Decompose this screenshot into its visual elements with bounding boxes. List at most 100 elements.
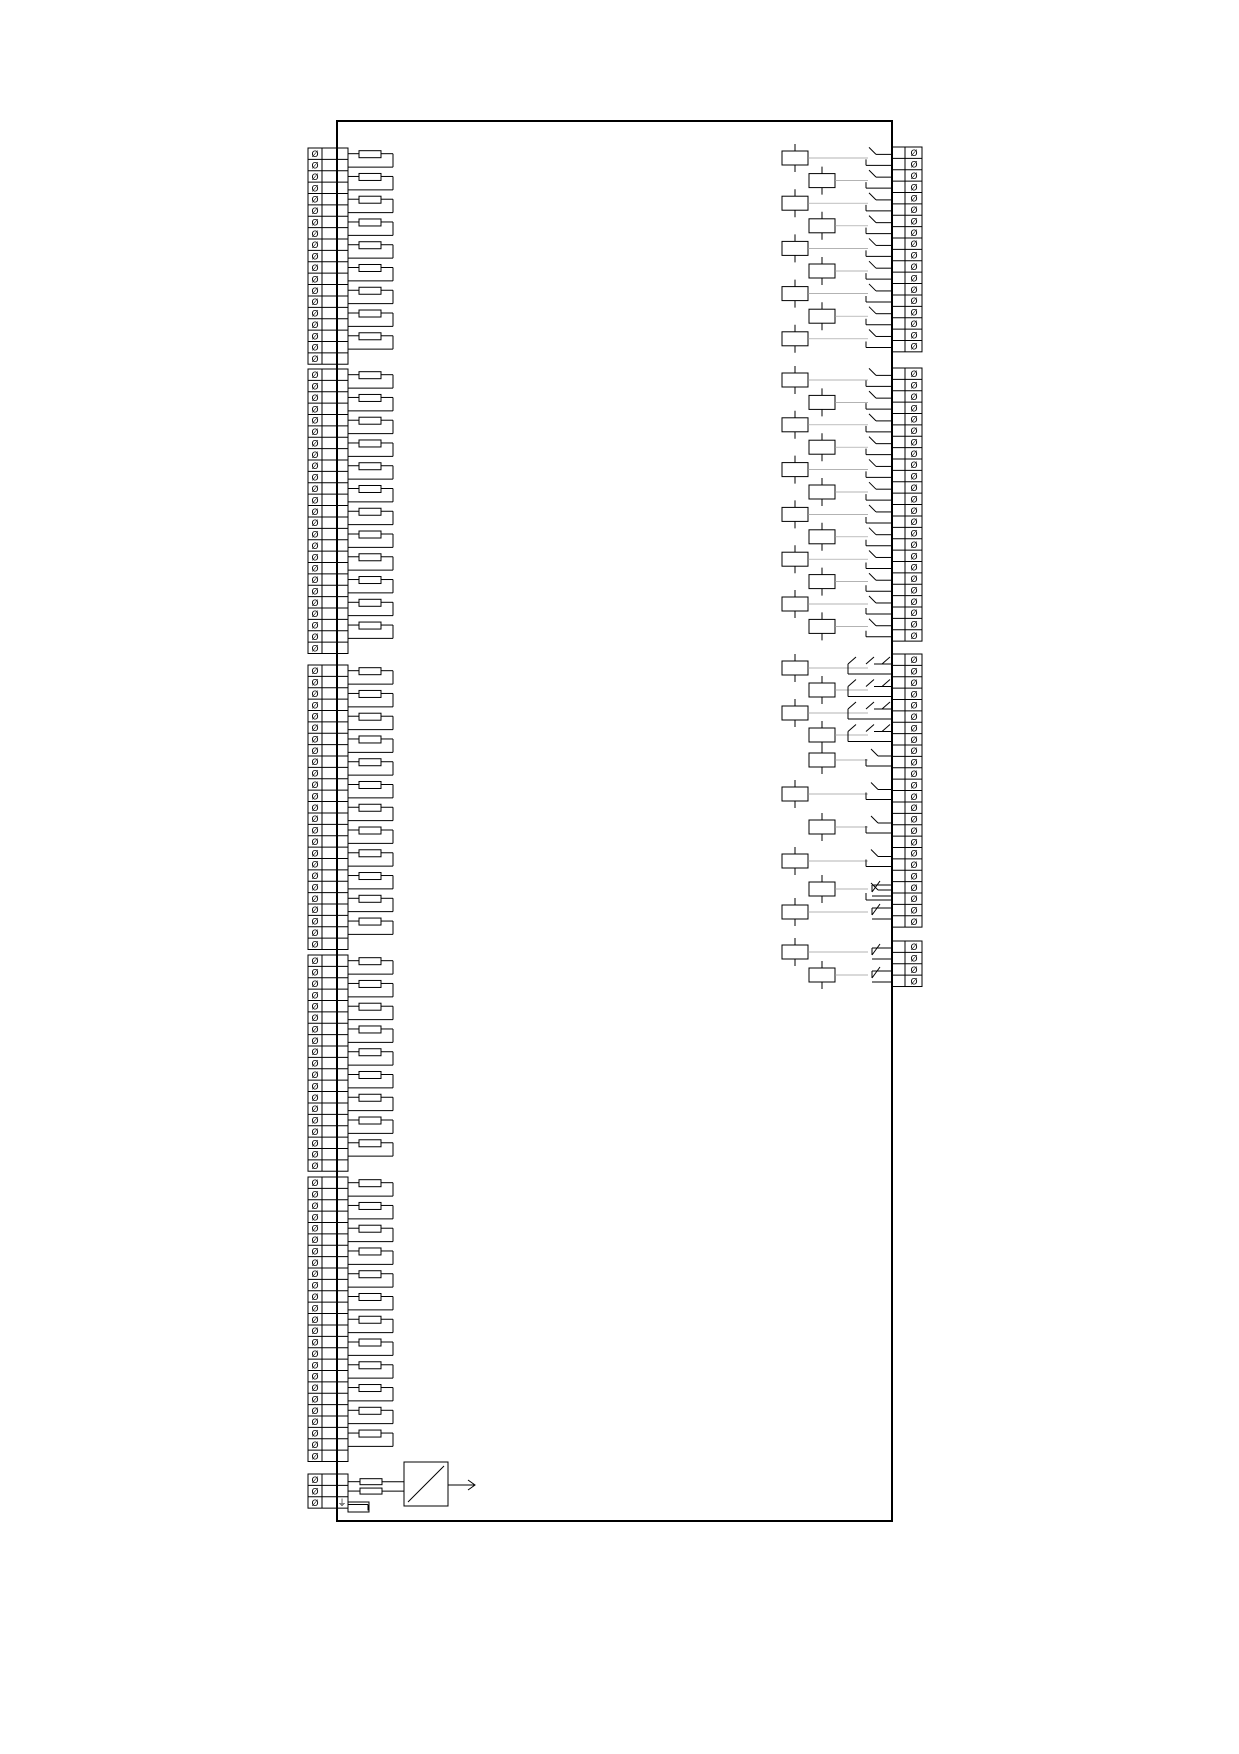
terminal-screw: Ø [311, 217, 318, 228]
relay-coil [808, 394, 836, 410]
input-channel [348, 803, 394, 822]
psu-earth-link [347, 1501, 370, 1513]
terminal-screw: Ø [311, 723, 318, 734]
relay-coil [781, 462, 809, 478]
terminal-screw: Ø [311, 274, 318, 285]
input-resistor [358, 894, 382, 903]
input-resistor [358, 1429, 382, 1438]
input-resistor [358, 1002, 382, 1011]
input-channel [348, 484, 394, 503]
relay-output [808, 478, 892, 506]
contact-blade [868, 329, 877, 337]
input-channel [348, 1406, 394, 1425]
input-resistor [358, 1179, 382, 1188]
contact-blade [868, 368, 877, 376]
relay-coil [781, 705, 809, 721]
input-resistor [358, 1025, 382, 1034]
input-channel [348, 393, 394, 412]
relay-coil [808, 881, 836, 897]
input-channel [348, 598, 394, 617]
relay-coil [781, 195, 809, 211]
relay-output [781, 545, 892, 574]
terminal-screw: Ø [311, 1417, 318, 1428]
terminal-screw: Ø [910, 472, 917, 483]
terminal-screw: Ø [311, 427, 318, 438]
relay-coil [808, 819, 836, 835]
terminal-screw: Ø [311, 382, 318, 393]
input-channel [348, 979, 394, 998]
terminal-block [307, 954, 349, 1172]
input-resistor [358, 1048, 382, 1057]
input-channel [348, 1116, 394, 1134]
input-channel [348, 241, 394, 259]
input-resistor [358, 1224, 382, 1233]
changeover-contact [847, 701, 892, 720]
terminal-screw: Ø [910, 308, 917, 319]
input-channel [348, 849, 394, 867]
terminal-screw: Ø [311, 309, 318, 320]
terminal-screw: Ø [311, 734, 318, 745]
input-resistor [358, 553, 382, 562]
terminal-screw: Ø [910, 735, 917, 746]
terminal-screw: Ø [311, 1326, 318, 1337]
terminal-screw: Ø [311, 979, 318, 990]
input-channel [348, 286, 394, 305]
input-resistor [358, 1292, 382, 1301]
terminal-screw: Ø [311, 609, 318, 620]
relay-output [781, 898, 868, 926]
terminal-screw: Ø [910, 667, 917, 678]
contact-blade [868, 215, 877, 224]
terminal-screw: Ø [910, 449, 917, 460]
input-channel [348, 1315, 394, 1334]
terminal-screw: Ø [311, 195, 318, 206]
relay-coil [808, 618, 836, 634]
terminal-screw: Ø [311, 438, 318, 449]
terminal-screw: Ø [311, 252, 318, 263]
input-channel [348, 621, 394, 639]
contact-blade [871, 966, 881, 979]
terminal-screw: Ø [910, 426, 917, 437]
terminal-screw: Ø [910, 182, 917, 193]
relay-coil [808, 529, 836, 545]
arrow-right-icon [467, 1479, 476, 1491]
terminal-screw: Ø [910, 251, 917, 262]
contact-blade [868, 390, 877, 399]
relay-output [808, 676, 868, 704]
input-channel [348, 218, 394, 236]
input-resistor [358, 484, 382, 493]
terminal-screw: Ø [311, 1440, 318, 1451]
terminal-screw: Ø [311, 791, 318, 802]
relay-coil [781, 331, 809, 347]
terminal-screw: Ø [311, 183, 318, 194]
relay-output [808, 567, 892, 596]
relay-contact [865, 849, 892, 867]
input-resistor [358, 1384, 382, 1393]
contact-blade [868, 618, 877, 627]
input-channel [348, 439, 394, 457]
relay-coil [781, 372, 809, 388]
terminal-screw: Ø [311, 530, 318, 541]
terminal-screw: Ø [910, 216, 917, 227]
output-side: ØØØØØØØØØØØØØØØØØØØØØØØØØØØØØØØØØØØØØØØØ… [781, 144, 923, 989]
contact-blade [868, 260, 877, 269]
relay-coil [781, 417, 809, 433]
input-channel [348, 667, 394, 685]
terminal-screw: Ø [311, 229, 318, 240]
terminal-screw: Ø [311, 1475, 318, 1486]
terminal-screw: Ø [910, 585, 917, 596]
terminal-screw: Ø [311, 1190, 318, 1201]
relay-output [808, 746, 868, 774]
terminal-screw: Ø [910, 837, 917, 848]
input-channel [348, 332, 394, 350]
changeover-contact [847, 679, 892, 697]
earth-icon: ⏚ [337, 1498, 346, 1509]
input-resistor [358, 1201, 382, 1210]
terminal-screw: Ø [311, 621, 318, 632]
relay-output [808, 813, 868, 841]
contact-blade [870, 782, 879, 790]
contact-blade [847, 656, 857, 665]
terminal-screw: Ø [311, 990, 318, 1001]
